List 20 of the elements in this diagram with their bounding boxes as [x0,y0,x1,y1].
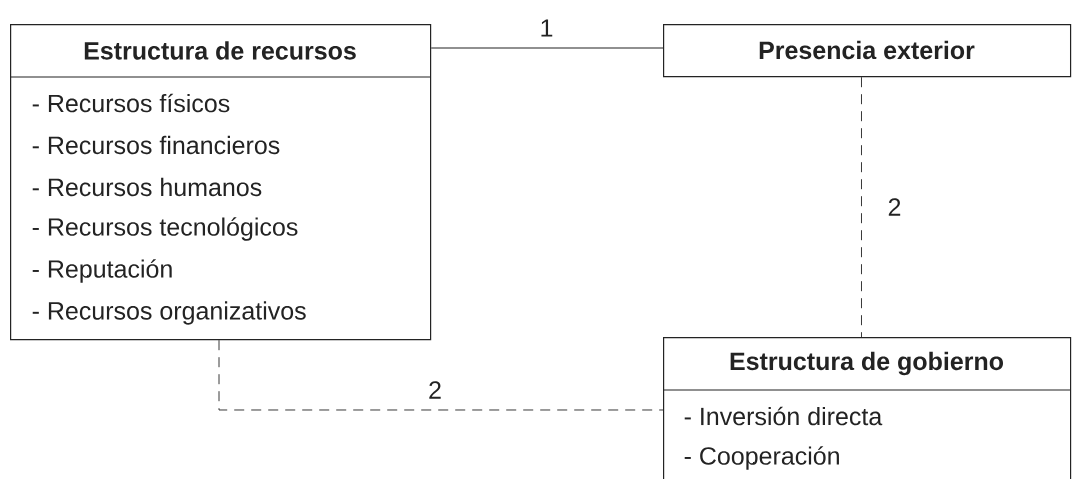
connector [430,47,664,49]
class-box [9,24,432,341]
box-heading: Estructura de recursos [84,41,356,60]
list-item: - Recursos tecnológicos [32,217,298,241]
class-box [663,24,1072,78]
connector [218,339,664,411]
list-item: - Inversión directa [684,406,883,426]
edge-label: 2 [429,381,441,399]
edge-label: 2 [888,198,901,216]
edge-label: 1 [541,19,553,37]
connector [861,76,862,338]
list-item: - Reputación [32,259,172,283]
box-heading: Estructura de gobierno [730,351,1003,376]
list-item: - Cooperación [684,446,839,470]
box-heading: Presencia exterior [759,40,975,60]
class-box [662,337,1072,479]
list-item: - Recursos organizativos [32,301,306,325]
list-item: - Recursos humanos [32,177,262,197]
list-item: - Recursos financieros [32,135,280,155]
list-item: - Recursos físicos [32,93,230,113]
